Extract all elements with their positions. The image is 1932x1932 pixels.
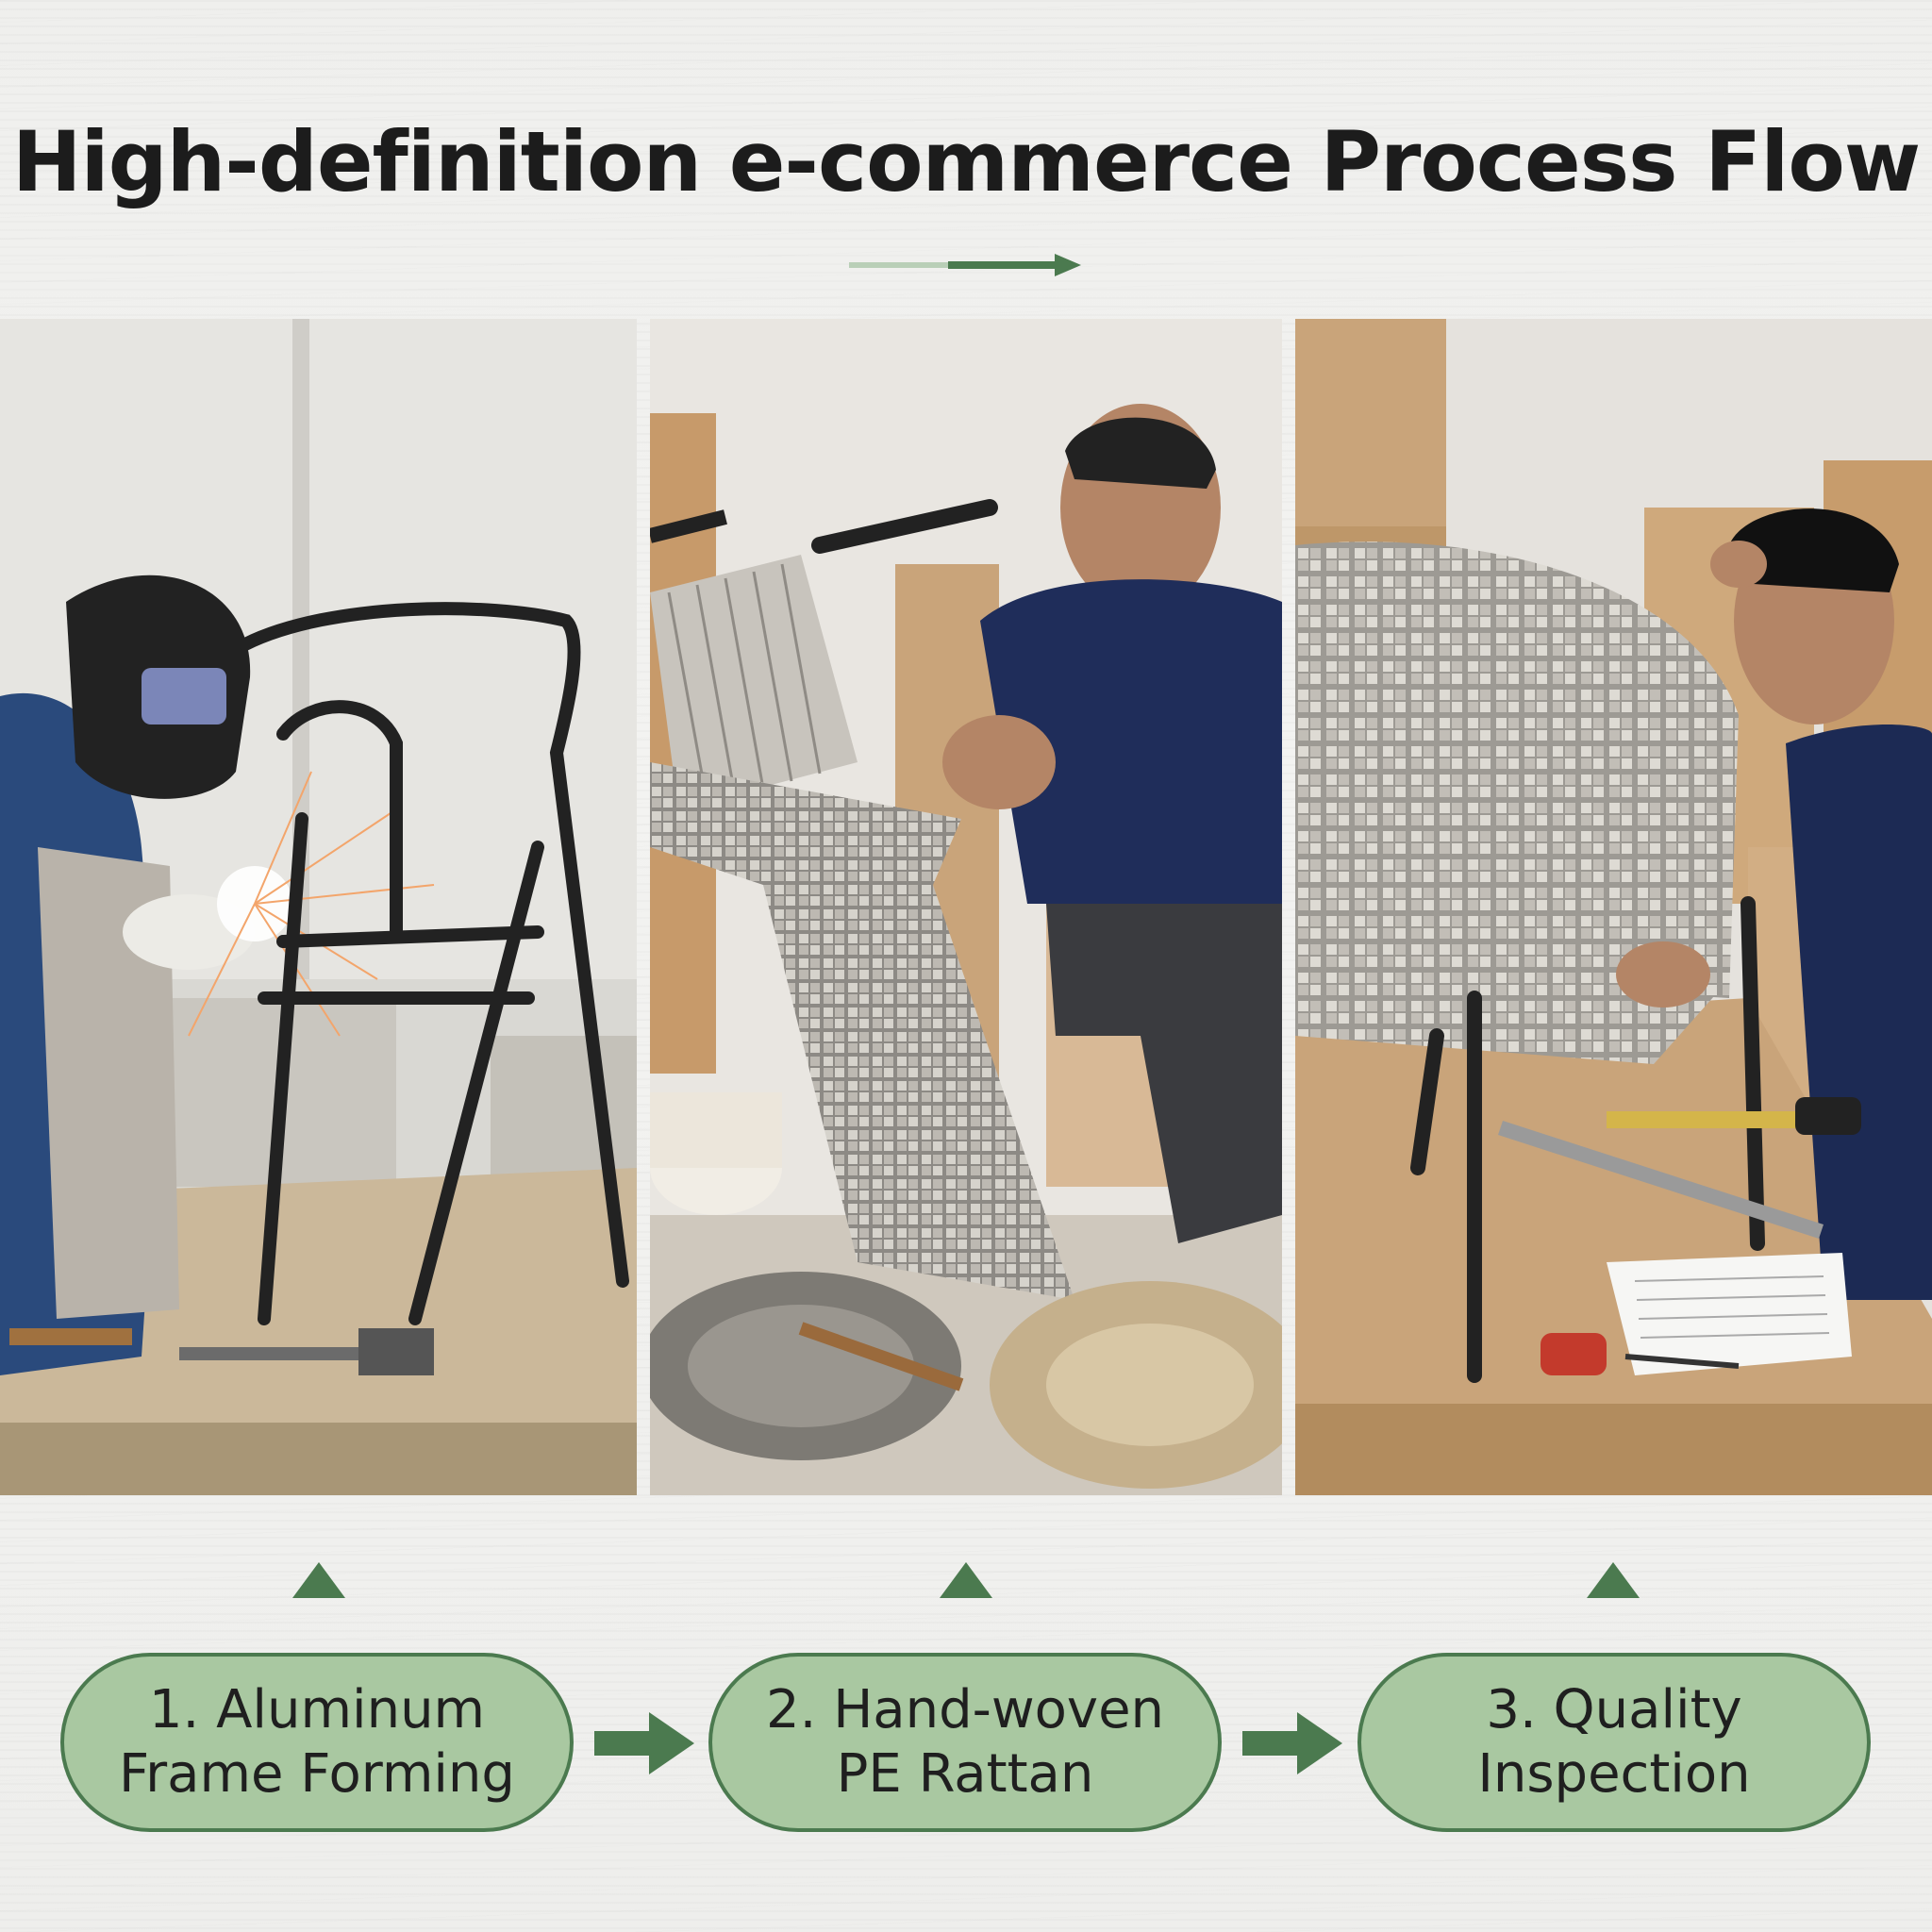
triangle-up-icon bbox=[292, 1562, 345, 1598]
step-pill-2: 2. Hand-woven PE Rattan bbox=[708, 1653, 1222, 1832]
step-label-line2: PE Rattan bbox=[836, 1743, 1094, 1805]
title-arrow-icon bbox=[849, 254, 1081, 276]
step-pill-1: 1. Aluminum Frame Forming bbox=[60, 1653, 574, 1832]
photo-hand-woven bbox=[650, 319, 1282, 1495]
step-label-line1: 2. Hand-woven bbox=[765, 1679, 1165, 1740]
arrow-right-icon bbox=[1242, 1712, 1342, 1774]
page-title: High-definition e-commerce Process Flow bbox=[11, 113, 1921, 210]
triangle-up-icon bbox=[1587, 1562, 1640, 1598]
step-pill-3: 3. Quality Inspection bbox=[1357, 1653, 1871, 1832]
step-label-line1: 3. Quality bbox=[1486, 1679, 1742, 1740]
step-label-line1: 1. Aluminum bbox=[148, 1679, 486, 1740]
step-label-line2: Inspection bbox=[1477, 1743, 1751, 1805]
photo-frame-forming bbox=[0, 319, 637, 1495]
triangle-up-icon bbox=[940, 1562, 992, 1598]
arrow-right-icon bbox=[594, 1712, 694, 1774]
photo-quality-inspection bbox=[1295, 319, 1932, 1495]
step-label-line2: Frame Forming bbox=[119, 1743, 515, 1805]
